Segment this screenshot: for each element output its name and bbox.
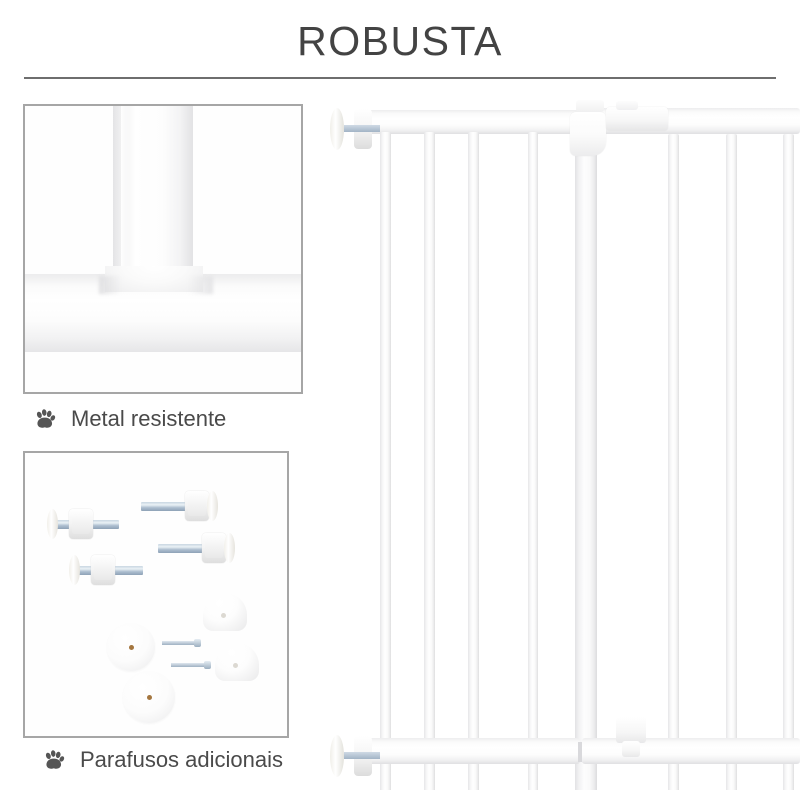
gate-bar bbox=[726, 134, 737, 790]
latch-slider-button[interactable] bbox=[606, 107, 668, 131]
main-product-photo bbox=[320, 90, 800, 790]
latch-catch-pin bbox=[622, 741, 640, 757]
wood-screw bbox=[171, 661, 213, 669]
feature-caption-screws-label: Parafusos adicionais bbox=[80, 747, 284, 772]
gate-bar bbox=[783, 134, 794, 790]
gate-bar bbox=[528, 132, 538, 790]
feature-caption-metal-label: Metal resistente bbox=[71, 406, 227, 431]
gate-top-rail-left bbox=[368, 110, 580, 134]
gate-bar bbox=[668, 134, 679, 790]
gate-center-post bbox=[575, 128, 597, 790]
mounting-hardware-kit-image bbox=[25, 453, 287, 736]
latch-button-cap[interactable] bbox=[616, 101, 638, 110]
joint-shadow-right bbox=[189, 276, 213, 294]
feature-photo-hardware-kit bbox=[23, 451, 289, 738]
dome-cap bbox=[203, 593, 247, 631]
disc-hole bbox=[146, 694, 152, 700]
gate-bar bbox=[380, 132, 391, 790]
latch-top-cap bbox=[576, 100, 604, 112]
paw-icon bbox=[36, 409, 56, 428]
title-divider bbox=[24, 77, 776, 79]
paw-icon bbox=[45, 750, 65, 769]
wood-screw bbox=[162, 639, 202, 647]
joint-shadow-left bbox=[99, 276, 121, 294]
metal-joint-closeup-image bbox=[25, 106, 301, 392]
page-title: ROBUSTA bbox=[297, 18, 503, 64]
feature-caption-screws: Parafusos adicionais bbox=[42, 747, 283, 773]
wall-pad-disc bbox=[107, 623, 155, 671]
gate-bottom-rail-left bbox=[368, 738, 580, 764]
weld-joint bbox=[105, 266, 203, 292]
dome-cap bbox=[215, 643, 259, 681]
feature-photo-metal-joint bbox=[23, 104, 303, 394]
bottom-rail-seam bbox=[578, 742, 582, 762]
gate-bar bbox=[424, 132, 435, 790]
feature-caption-metal: Metal resistente bbox=[33, 406, 226, 432]
latch-housing bbox=[570, 112, 606, 156]
latch-catch-block bbox=[616, 717, 646, 743]
gate-bar bbox=[468, 132, 479, 790]
gate-bottom-rail-right bbox=[582, 738, 800, 764]
wall-pad-disc bbox=[123, 671, 175, 723]
disc-hole bbox=[128, 644, 134, 650]
post-highlight bbox=[121, 106, 130, 278]
